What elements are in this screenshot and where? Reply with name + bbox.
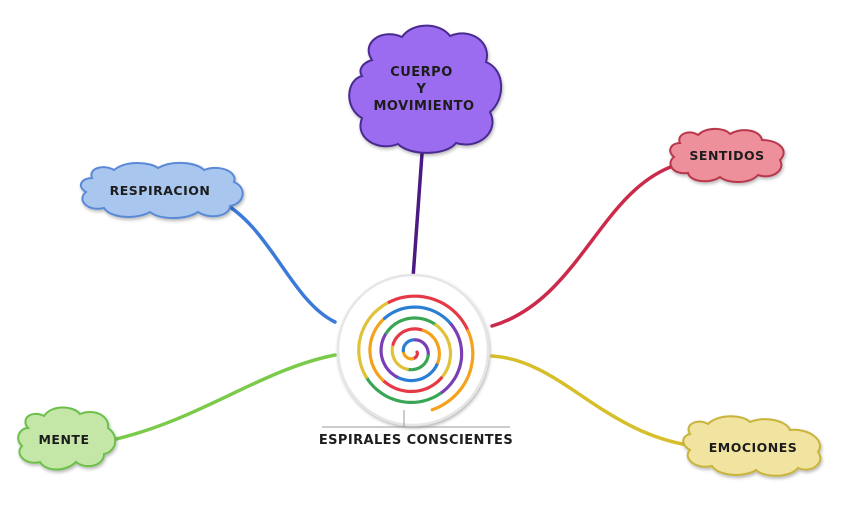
node-sentidos-label: SENTIDOS <box>689 148 764 163</box>
spiral-segment <box>434 323 453 380</box>
node-respiracion[interactable]: RESPIRACION <box>79 162 244 219</box>
spiral-segment <box>381 376 443 394</box>
spiral-segment <box>401 338 417 353</box>
node-emociones[interactable]: EMOCIONES <box>682 415 822 477</box>
connector-cuerpo <box>411 138 425 280</box>
node-respiracion-label: RESPIRACION <box>110 183 211 198</box>
connector-mente <box>110 353 337 442</box>
spiral-segment <box>401 349 415 361</box>
connector-respiracion <box>216 198 337 324</box>
node-mente[interactable]: MENTE <box>17 406 117 471</box>
spiral-segment <box>413 338 430 358</box>
spiral-segment <box>379 331 399 379</box>
central-topic-label: ESPIRALES CONSCIENTES <box>319 433 513 448</box>
connector-sentidos <box>490 163 678 328</box>
spiral-segment <box>364 375 442 404</box>
spiral-segment <box>357 300 391 379</box>
spiral-segment <box>368 316 387 382</box>
spiral-segment <box>421 328 442 367</box>
spiral-segment <box>430 329 475 412</box>
node-cuerpo-line-1: CUERPO <box>390 65 453 80</box>
spiral-segment <box>383 305 453 327</box>
cloud-shape <box>79 162 244 219</box>
svg-text:CUERPO Y MOVIMIENT: CUERPO Y MOVIMIENTO <box>374 65 475 114</box>
spiral-segment <box>387 294 470 333</box>
node-sentidos[interactable]: SENTIDOS <box>669 127 785 183</box>
node-cuerpo-line-3: MOVIMIENTO <box>374 99 475 114</box>
spiral-logo-icon <box>357 294 475 412</box>
cloud-shape <box>17 406 117 471</box>
spiral-segment <box>395 363 439 383</box>
node-cuerpo-line-2: Y <box>416 82 427 97</box>
spiral-segment <box>390 342 409 371</box>
spiral-segment <box>384 316 438 335</box>
cloud-shape <box>348 24 503 154</box>
node-emociones-label: EMOCIONES <box>709 440 798 455</box>
cloud-shape <box>669 127 785 183</box>
spiral-segment <box>405 354 430 372</box>
connector-emociones <box>490 354 690 447</box>
spiral-segment <box>411 350 419 361</box>
node-cuerpo[interactable]: CUERPO Y MOVIMIENTO <box>348 24 503 154</box>
spiral-segment <box>391 327 425 346</box>
central-topic[interactable]: ESPIRALES CONSCIENTES <box>319 273 513 448</box>
node-mente-label: MENTE <box>38 432 89 447</box>
cloud-shape <box>682 415 822 477</box>
spiral-segment <box>438 323 464 396</box>
